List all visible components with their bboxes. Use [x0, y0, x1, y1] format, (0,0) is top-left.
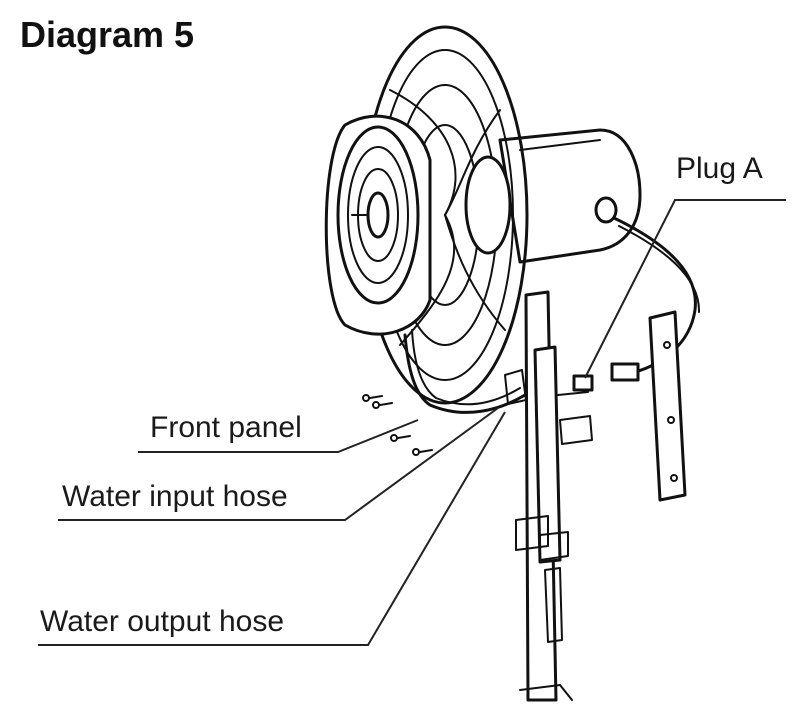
screws — [362, 394, 433, 456]
label-front-panel: Front panel — [150, 411, 302, 444]
label-water-output-hose: Water output hose — [40, 605, 285, 638]
water-hoses — [403, 329, 527, 414]
leader-front-panel — [138, 419, 419, 453]
fan-guard — [361, 25, 529, 405]
label-plug-a: Plug A — [676, 152, 763, 185]
leader-water-input-hose — [58, 407, 499, 521]
label-water-input-hose: Water input hose — [62, 480, 288, 513]
leader-lines — [38, 199, 786, 646]
plug-a-connector — [610, 362, 640, 382]
mounting-bracket — [648, 310, 687, 502]
diagram-title: Diagram 5 — [20, 14, 195, 55]
leader-plug-a — [584, 199, 786, 379]
stand-pole — [515, 290, 593, 702]
motor-housing — [498, 128, 642, 264]
fan-hub — [464, 155, 512, 255]
front-panel — [324, 114, 432, 336]
leader-water-output-hose — [38, 411, 506, 646]
